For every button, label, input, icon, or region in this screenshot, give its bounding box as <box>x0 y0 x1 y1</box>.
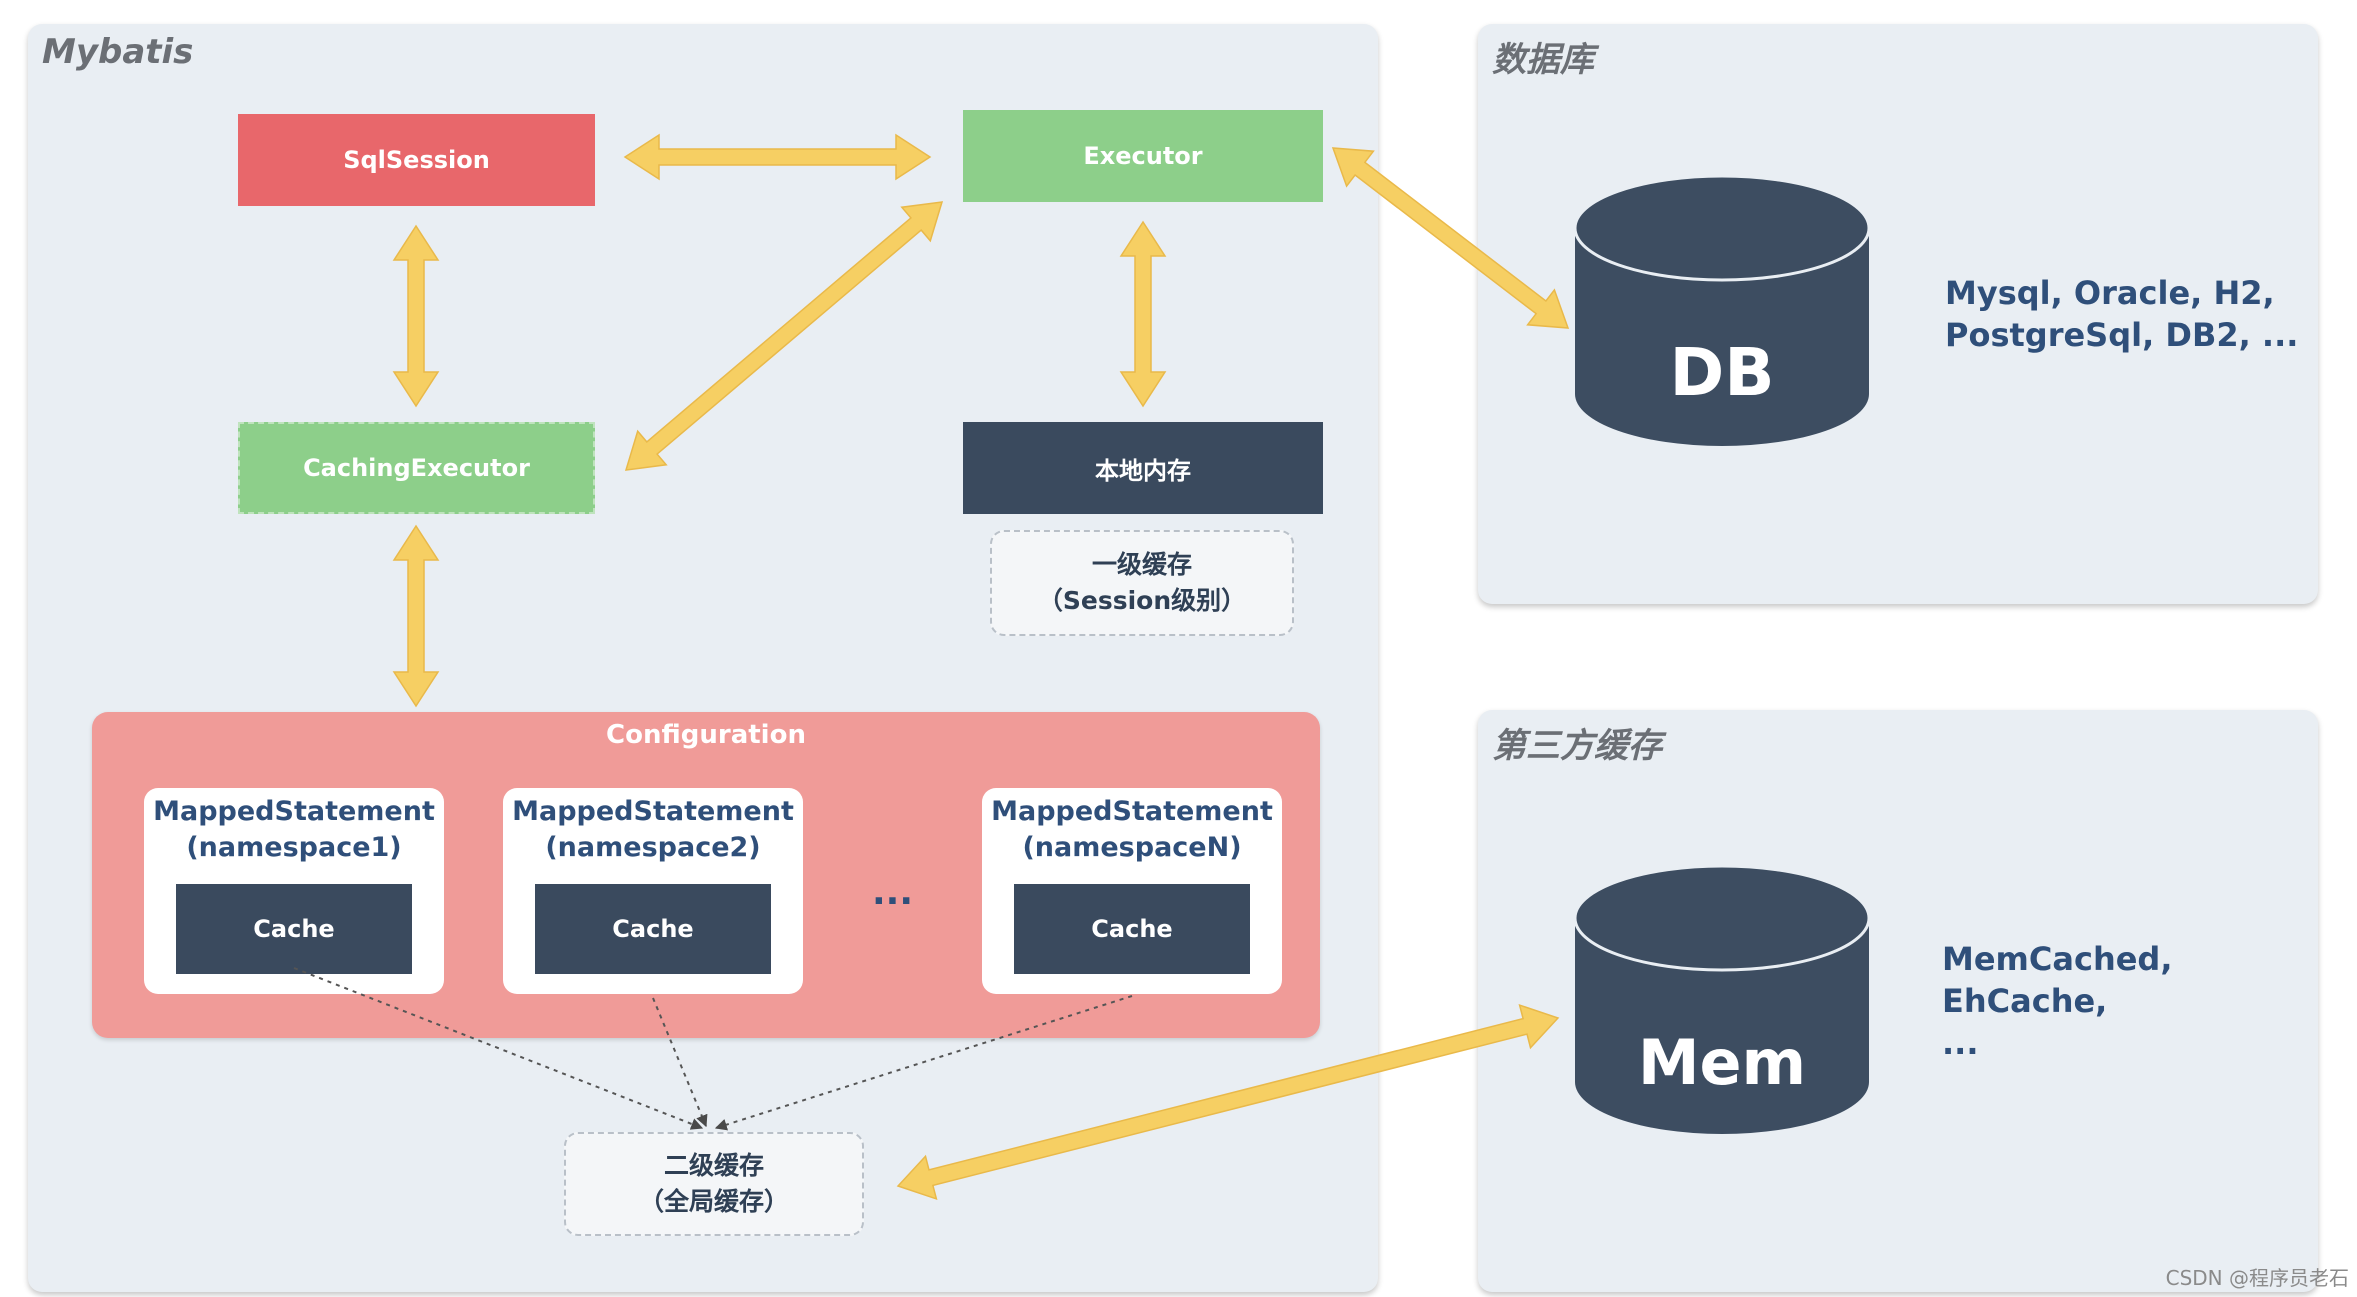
db-cylinder-top <box>1573 174 1871 282</box>
mem-cylinder-top <box>1573 864 1871 972</box>
mapped-statement-n[interactable]: MappedStatement (namespaceN) Cache <box>982 788 1282 994</box>
mapped-statement-1-namespace: (namespace1) <box>186 832 402 863</box>
mapped-statement-2[interactable]: MappedStatement (namespace2) Cache <box>503 788 803 994</box>
configuration-ellipsis: ... <box>872 872 914 913</box>
db-types-text: Mysql, Oracle, H2, PostgreSql, DB2, ... <box>1945 272 2298 356</box>
mapped-statement-n-name: MappedStatement <box>991 796 1273 827</box>
caching-executor-box[interactable]: CachingExecutor <box>238 422 595 514</box>
cacheN-to-l2-line <box>714 995 1133 1131</box>
cache2-to-l2-line <box>652 997 708 1128</box>
arrow-sqlsession-executor <box>623 133 932 181</box>
first-level-cache-label: 一级缓存 （Session级别） <box>990 530 1294 636</box>
mapped-statement-n-cache[interactable]: Cache <box>1014 884 1250 974</box>
mapped-statement-1[interactable]: MappedStatement (namespace1) Cache <box>144 788 444 994</box>
mapped-statement-2-name: MappedStatement <box>512 796 794 827</box>
mem-cylinder-body <box>1575 918 1869 1134</box>
db-types-line1: Mysql, Oracle, H2, <box>1945 274 2275 312</box>
mapped-statement-1-cache[interactable]: Cache <box>176 884 412 974</box>
db-types-line2: PostgreSql, DB2, ... <box>1945 316 2299 354</box>
db-cylinder-body <box>1575 228 1869 446</box>
second-level-cache-scope: （全局缓存） <box>638 1187 789 1216</box>
local-cache-box[interactable]: 本地内存 <box>963 422 1323 514</box>
mem-cylinder[interactable]: Mem <box>1573 864 1871 1134</box>
mem-types-line1: MemCached, <box>1942 940 2173 978</box>
arrow-l2-mem <box>896 1003 1560 1201</box>
mapped-statement-n-namespace: (namespaceN) <box>1022 832 1242 863</box>
mapped-statement-2-namespace: (namespace2) <box>545 832 761 863</box>
arrow-cachingexecutor-executor <box>624 201 944 471</box>
mem-label: Mem <box>1638 1026 1806 1099</box>
second-level-cache-title: 二级缓存 <box>663 1151 764 1180</box>
mem-types-text: MemCached, EhCache, ... <box>1942 938 2172 1064</box>
configuration-title: Configuration <box>606 720 806 750</box>
arrow-executor-db <box>1331 147 1570 329</box>
arrow-cachingexecutor-configuration <box>392 524 440 708</box>
executor-box[interactable]: Executor <box>963 110 1323 202</box>
db-label: DB <box>1669 334 1774 411</box>
second-level-cache-label: 二级缓存 （全局缓存） <box>564 1132 864 1236</box>
sqlsession-box[interactable]: SqlSession <box>238 114 595 206</box>
mybatis-panel-title: Mybatis <box>42 32 194 72</box>
watermark: CSDN @程序员老石 <box>2165 1266 2349 1290</box>
arrow-executor-local-cache <box>1119 220 1167 408</box>
mem-types-line3: ... <box>1942 1024 1979 1062</box>
mybatis-panel: Mybatis <box>28 24 1378 1292</box>
mem-types-line2: EhCache, <box>1942 982 2108 1020</box>
mapped-statement-1-name: MappedStatement <box>153 796 435 827</box>
first-level-cache-title: 一级缓存 <box>1091 550 1192 579</box>
database-panel-title: 数据库 <box>1492 40 1594 80</box>
arrow-sqlsession-cachingexecutor <box>392 224 440 408</box>
db-cylinder[interactable]: DB <box>1573 174 1871 446</box>
mapped-statement-2-cache[interactable]: Cache <box>535 884 771 974</box>
cache1-to-l2-line <box>293 967 704 1130</box>
first-level-cache-scope: （Session级别） <box>1037 586 1247 615</box>
third-party-cache-panel-title: 第三方缓存 <box>1492 726 1662 766</box>
